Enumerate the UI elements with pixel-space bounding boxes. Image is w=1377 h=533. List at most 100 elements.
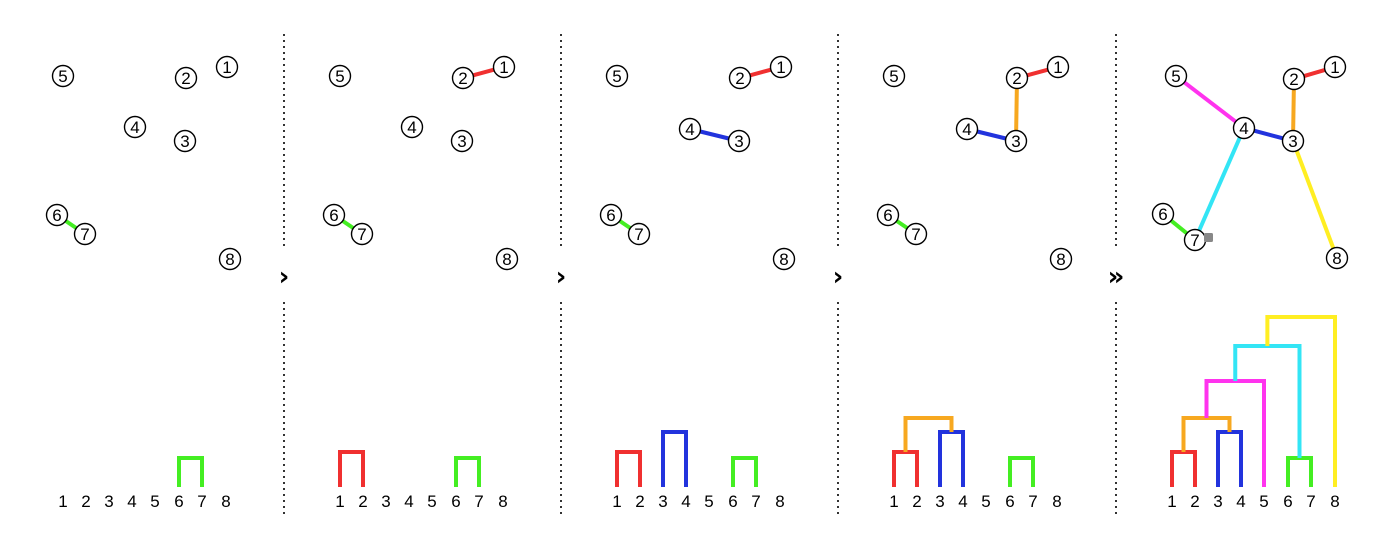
dendrogram-link-pair_6_7 [1008,456,1035,487]
dendrogram-link-merge_8 [1265,315,1337,487]
dendrogram-link-pair_6_7 [177,456,204,487]
node-1: 1 [215,55,239,79]
leaf-label-1: 1 [612,492,621,511]
node-label: 4 [407,118,416,137]
node-label: 7 [1190,231,1199,250]
dendrogram-link-pair_6_7 [454,456,481,487]
chevron-right-icon: › [833,262,844,292]
edge-2-3 [1014,87,1019,132]
leaf-label-1: 1 [58,492,67,511]
node-label: 1 [499,58,508,77]
node-label: 5 [612,67,621,86]
node-7: 7 [627,222,651,246]
node-3: 3 [1281,129,1305,153]
node-label: 8 [502,250,511,269]
node-label: 3 [457,132,466,151]
node-label: 5 [58,67,67,86]
edge-2-3 [1291,88,1296,132]
leaf-label-4: 4 [127,492,136,511]
edge-4-7 [1197,136,1242,232]
node-8: 8 [218,247,242,271]
node-4: 4 [955,117,979,141]
node-6: 6 [322,203,346,227]
node-label: 2 [181,69,190,88]
node-label: 1 [1053,58,1062,77]
node-2: 2 [728,66,752,90]
node-7: 7 [350,222,374,246]
node-label: 5 [335,67,344,86]
node-4: 4 [123,115,147,139]
chevron-right-icon: › [556,262,567,292]
node-7: 7 [73,222,97,246]
step-separator: › [556,34,567,515]
edge-6-7 [341,218,355,231]
edge-2-1 [1026,67,1049,78]
node-label: 6 [883,206,892,225]
node-6: 6 [45,203,69,227]
node-1: 1 [1323,55,1347,79]
dendrogram-link-pair_6_7 [1286,456,1313,487]
node-label: 2 [1289,70,1298,89]
leaf-label-6: 6 [1283,492,1292,511]
edge-6-7 [618,218,632,231]
double-chevron-right-icon: » [1108,262,1125,292]
node-label: 1 [222,58,231,77]
node-5: 5 [51,64,75,88]
leaf-label-7: 7 [751,492,760,511]
node-label: 6 [52,206,61,225]
leaf-label-2: 2 [912,492,921,511]
node-8: 8 [1049,247,1073,271]
node-2: 2 [1282,67,1306,91]
leaf-label-4: 4 [1236,492,1245,511]
node-4: 4 [400,115,424,139]
node-3: 3 [450,129,474,153]
node-6: 6 [599,203,623,227]
dendrogram-link-merge_12_34 [1181,416,1232,452]
dendrogram-link-merge_12_34 [903,416,954,452]
edge-3-8 [1294,149,1336,250]
node-label: 1 [1330,58,1339,77]
leaf-label-2: 2 [635,492,644,511]
node-label: 4 [1239,119,1248,138]
leaf-label-4: 4 [958,492,967,511]
node-label: 3 [1011,132,1020,151]
leaf-label-7: 7 [474,492,483,511]
node-2: 2 [1005,66,1029,90]
node-label: 4 [685,120,694,139]
step-separator: » [1108,34,1125,515]
leaf-label-3: 3 [658,492,667,511]
node-label: 3 [1288,132,1297,151]
node-label: 5 [1171,67,1180,86]
node-3: 3 [727,129,751,153]
leaf-label-4: 4 [404,492,413,511]
node-label: 5 [889,67,898,86]
node-4: 4 [1232,116,1256,140]
node-1: 1 [492,55,516,79]
chevron-right-icon: › [279,262,290,292]
leaf-label-8: 8 [221,492,230,511]
node-label: 2 [735,69,744,88]
edge-2-1 [1303,67,1326,79]
node-3: 3 [173,129,197,153]
edge-4-3 [1253,128,1284,141]
leaf-label-8: 8 [775,492,784,511]
node-label: 8 [1056,250,1065,269]
dendrogram-link-pair_1_2 [892,450,919,487]
node-5: 5 [328,64,352,88]
node-5: 5 [882,64,906,88]
node-label: 8 [1332,249,1341,268]
leaf-label-7: 7 [1306,492,1315,511]
node-label: 3 [734,132,743,151]
leaf-label-1: 1 [335,492,344,511]
leaf-label-4: 4 [681,492,690,511]
node-6: 6 [1151,202,1175,226]
node-label: 6 [1158,205,1167,224]
dendrogram-link-pair_3_4 [938,430,965,487]
node-1: 1 [769,55,793,79]
dendrogram-link-pair_1_2 [1170,450,1197,487]
dendrogram-link-pair_3_4 [1216,430,1243,487]
leaf-label-6: 6 [728,492,737,511]
